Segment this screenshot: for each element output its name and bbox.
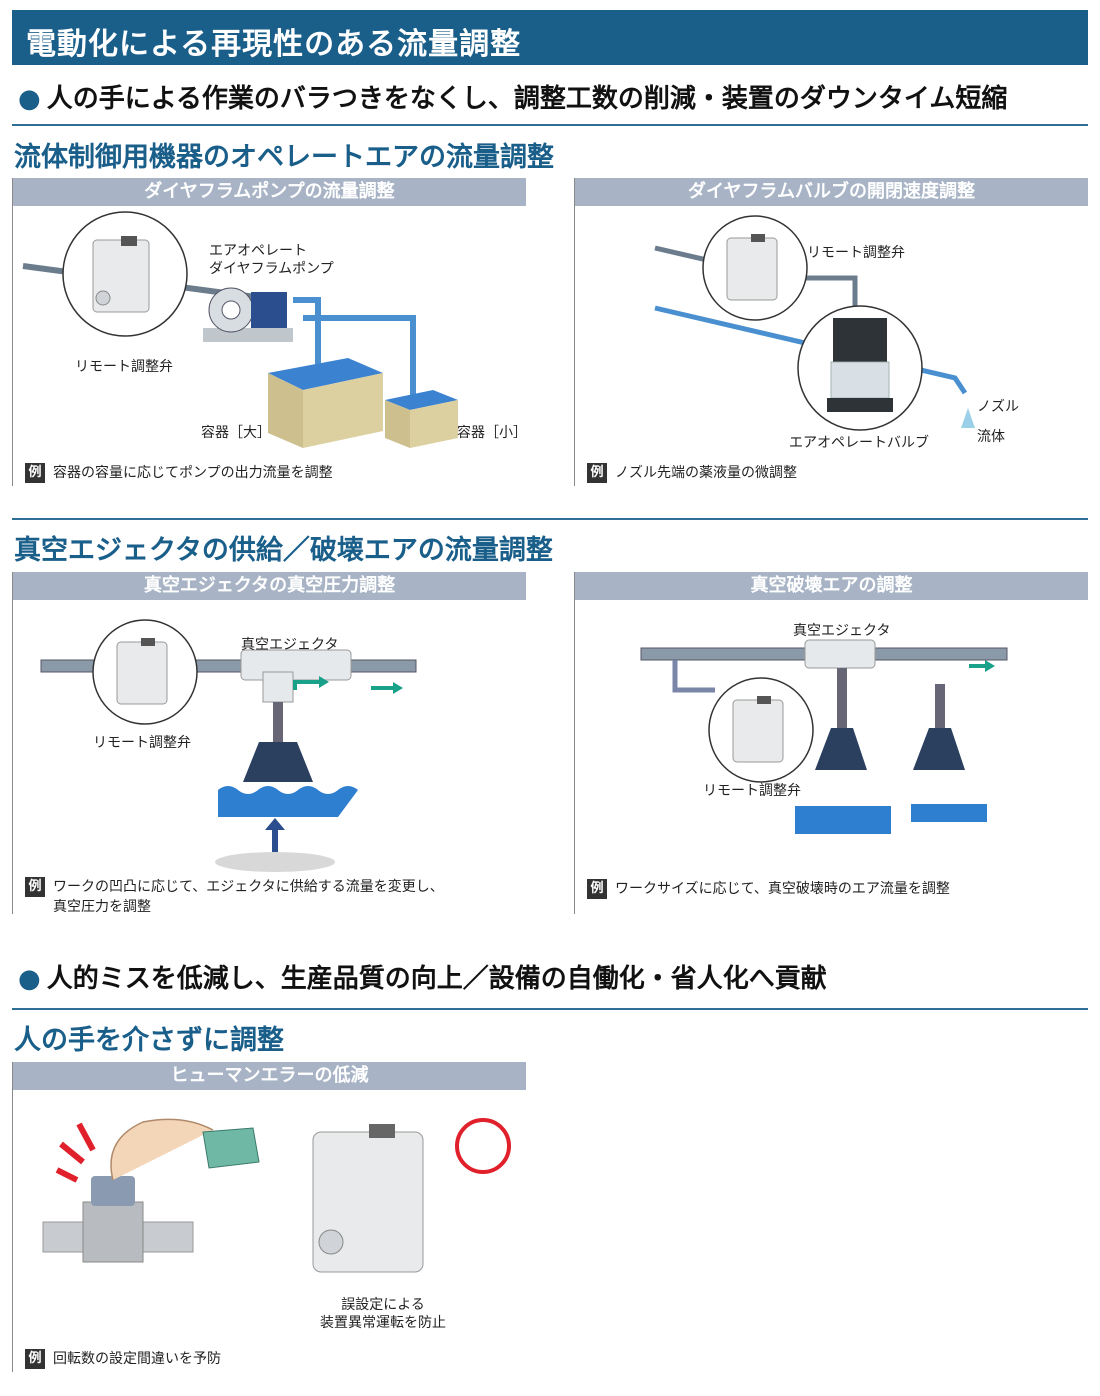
panel-header: 真空エジェクタの真空圧力調整 — [13, 572, 526, 600]
bullet-point-1: ●人の手による作業のバラつきをなくし、調整工数の削減・装置のダウンタイム短縮 — [18, 78, 1007, 115]
example-text: ワークサイズに応じて、真空破壊時のエア流量を調整 — [615, 881, 950, 897]
panel-header: ダイヤフラムポンプの流量調整 — [13, 178, 526, 206]
panel-header: ダイヤフラムバルブの開閉速度調整 — [575, 178, 1088, 206]
example-tag: 例 — [25, 877, 45, 897]
example-text-line1: ワークの凹凸に応じて、エジェクタに供給する流量を変更し、 — [53, 879, 444, 895]
example-note: 例ワークサイズに応じて、真空破壊時のエア流量を調整 — [587, 878, 950, 899]
page-title: 電動化による再現性のある流量調整 — [26, 27, 522, 62]
label-fluid: 流体 — [977, 429, 1005, 445]
panel-human-error: ヒューマンエラーの低減 誤設定による 装置異常運転を防止 例回転数の設定間違いを… — [12, 1062, 526, 1372]
panel-vacuum-pressure: 真空エジェクタの真空圧力調整 真空エジェクタ リモート調整弁 例ワークの凹凸に応… — [12, 572, 526, 915]
divider-2 — [12, 518, 1088, 520]
label-nozzle: ノズル — [977, 399, 1019, 415]
example-tag: 例 — [587, 463, 607, 483]
label-pump-line1: エアオペレート — [209, 243, 307, 259]
human-error-illustration — [42, 1118, 511, 1273]
vacuum-pressure-illustration — [40, 619, 417, 872]
label-remote-valve: リモート調整弁 — [807, 245, 905, 261]
divider-1 — [12, 124, 1088, 126]
bullet-dot-icon: ● — [18, 84, 41, 114]
example-note: 例回転数の設定間違いを予防 — [25, 1348, 221, 1369]
panel-header: 真空破壊エアの調整 — [575, 572, 1088, 600]
example-note: 例ノズル先端の薬液量の微調整 — [587, 462, 797, 483]
panel-diaphragm-pump: ダイヤフラムポンプの流量調整 エアオペレート ダイヤフラムポンプ リモート調整弁… — [12, 178, 527, 486]
example-note: 例ワークの凹凸に応じて、エジェクタに供給する流量を変更し、 — [25, 876, 444, 897]
vacuum-release-illustration — [640, 639, 1008, 834]
section-title-no-human-touch: 人の手を介さずに調整 — [14, 1025, 284, 1056]
example-note: 例容器の容量に応じてポンプの出力流量を調整 — [25, 462, 333, 483]
label-ejector: 真空エジェクタ — [241, 637, 339, 653]
panel-diaphragm-valve: ダイヤフラムバルブの開閉速度調整 リモート調整弁 ノズル 流体 エアオペレートバ… — [574, 178, 1088, 486]
caption-line1: 誤設定による — [341, 1297, 425, 1313]
section-title-vacuum-ejector: 真空エジェクタの供給／破壊エアの流量調整 — [14, 535, 553, 566]
bullet-text-1: 人の手による作業のバラつきをなくし、調整工数の削減・装置のダウンタイム短縮 — [46, 84, 1008, 114]
example-tag: 例 — [25, 463, 45, 483]
panel-header: ヒューマンエラーの低減 — [13, 1062, 526, 1090]
label-air-operated-valve: エアオペレートバルブ — [789, 435, 929, 451]
caption-line2: 装置異常運転を防止 — [320, 1315, 446, 1331]
divider-3 — [12, 1008, 1088, 1010]
label-tank-big: 容器［大］ — [201, 425, 271, 441]
label-pump-line2: ダイヤフラムポンプ — [209, 261, 334, 277]
example-text: ノズル先端の薬液量の微調整 — [615, 465, 797, 481]
example-tag: 例 — [587, 879, 607, 899]
example-text-line2: 真空圧力を調整 — [53, 899, 151, 915]
bullet-text-2: 人的ミスを低減し、生産品質の向上／設備の自働化・省人化へ貢献 — [46, 964, 827, 994]
section-title-fluid-control: 流体制御用機器のオペレートエアの流量調整 — [14, 142, 554, 173]
label-remote-valve: リモート調整弁 — [703, 783, 801, 799]
panel-vacuum-release: 真空破壊エアの調整 真空エジェクタ リモート調整弁 例ワークサイズに応じて、真空… — [574, 572, 1088, 914]
bullet-point-2: ●人的ミスを低減し、生産品質の向上／設備の自働化・省人化へ貢献 — [18, 958, 827, 995]
page-title-bar: 電動化による再現性のある流量調整 — [12, 10, 1088, 65]
example-text: 容器の容量に応じてポンプの出力流量を調整 — [53, 465, 333, 481]
example-tag: 例 — [25, 1349, 45, 1369]
bullet-dot-icon: ● — [18, 964, 41, 994]
label-ejector: 真空エジェクタ — [793, 623, 891, 639]
diaphragm-valve-illustration — [654, 215, 975, 431]
example-text: 回転数の設定間違いを予防 — [53, 1351, 221, 1367]
label-remote-valve: リモート調整弁 — [93, 735, 191, 751]
label-tank-small: 容器［小］ — [457, 425, 527, 441]
label-remote-valve: リモート調整弁 — [75, 359, 173, 375]
diaphragm-pump-illustration — [22, 211, 458, 448]
